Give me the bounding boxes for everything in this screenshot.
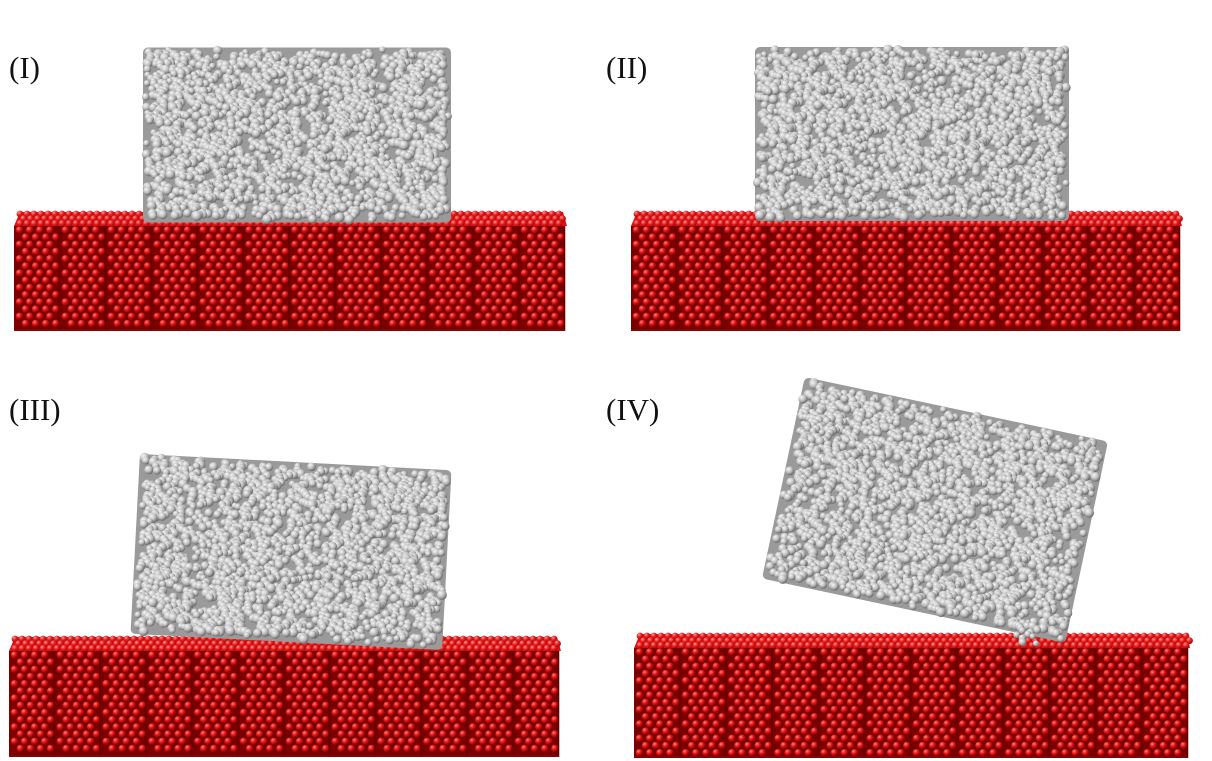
substrate-slab-panel-2: [631, 210, 1183, 331]
panel-label-4: (IV): [606, 392, 660, 427]
substrate-slab-panel-4: [634, 632, 1193, 758]
substrate-slab-panel-3: [9, 635, 561, 757]
panel-label-3: (III): [9, 392, 61, 427]
atom-cluster-panel-3: [130, 452, 452, 650]
substrate-slab-panel-1: [14, 210, 567, 331]
panel-label-1: (I): [9, 50, 40, 85]
atom-cluster-panel-4: [762, 377, 1108, 647]
panel-label-2: (II): [606, 50, 648, 85]
atom-cluster-panel-2: [752, 44, 1071, 223]
atom-cluster-panel-1: [141, 45, 452, 225]
